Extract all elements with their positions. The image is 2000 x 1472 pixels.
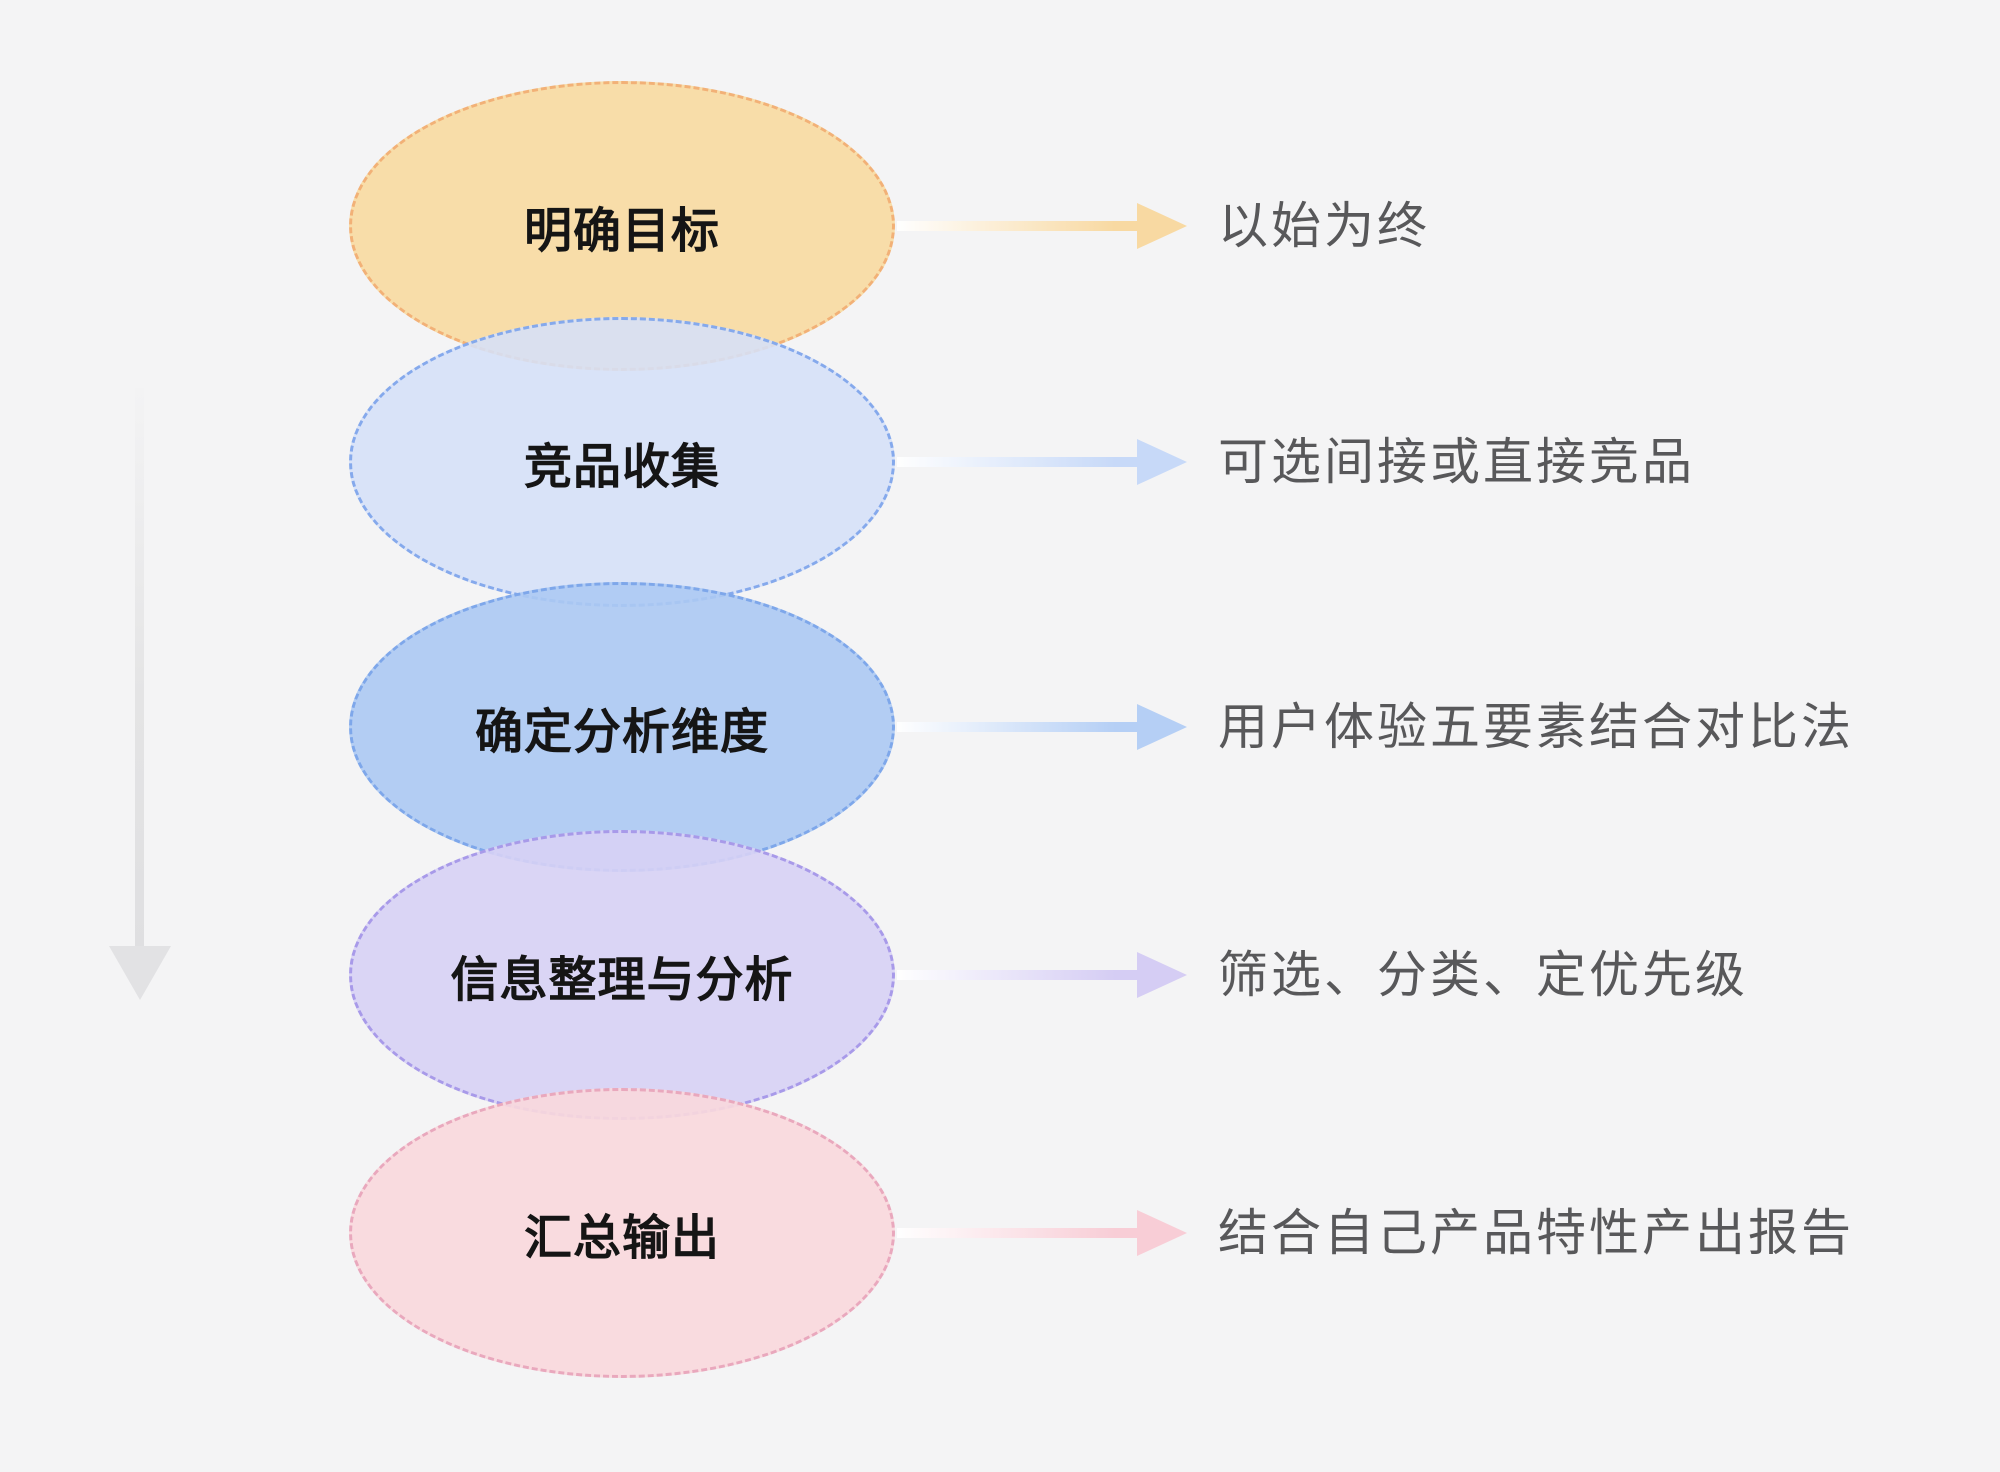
- step-note: 筛选、分类、定优先级: [1218, 947, 1748, 1003]
- step-note: 以始为终: [1218, 198, 1430, 254]
- right-arrow-head-icon: [1137, 704, 1187, 750]
- step-label: 汇总输出: [523, 1212, 720, 1265]
- step-note: 可选间接或直接竞品: [1218, 434, 1695, 490]
- right-arrow-head-icon: [1137, 439, 1187, 485]
- right-arrow-icon: [897, 722, 1139, 732]
- right-arrow-head-icon: [1137, 203, 1187, 249]
- step-label: 信息整理与分析: [450, 954, 794, 1007]
- right-arrow-icon: [897, 457, 1139, 467]
- step-ellipse: 信息整理与分析: [349, 830, 895, 1120]
- step-note: 用户体验五要素结合对比法: [1218, 699, 1854, 755]
- step-ellipse: 竞品收集: [349, 317, 895, 607]
- down-arrow-icon: [135, 388, 144, 948]
- right-arrow-icon: [897, 221, 1139, 231]
- right-arrow-head-icon: [1137, 1210, 1187, 1256]
- right-arrow-icon: [897, 970, 1139, 980]
- down-arrow-head-icon: [109, 946, 171, 1000]
- step-ellipse: 确定分析维度: [349, 582, 895, 872]
- step-note: 结合自己产品特性产出报告: [1218, 1205, 1854, 1261]
- step-label: 确定分析维度: [474, 706, 769, 759]
- right-arrow-icon: [897, 1228, 1139, 1238]
- step-label: 竞品收集: [523, 441, 720, 494]
- step-label: 明确目标: [523, 205, 720, 258]
- right-arrow-head-icon: [1137, 952, 1187, 998]
- step-ellipse: 汇总输出: [349, 1088, 895, 1378]
